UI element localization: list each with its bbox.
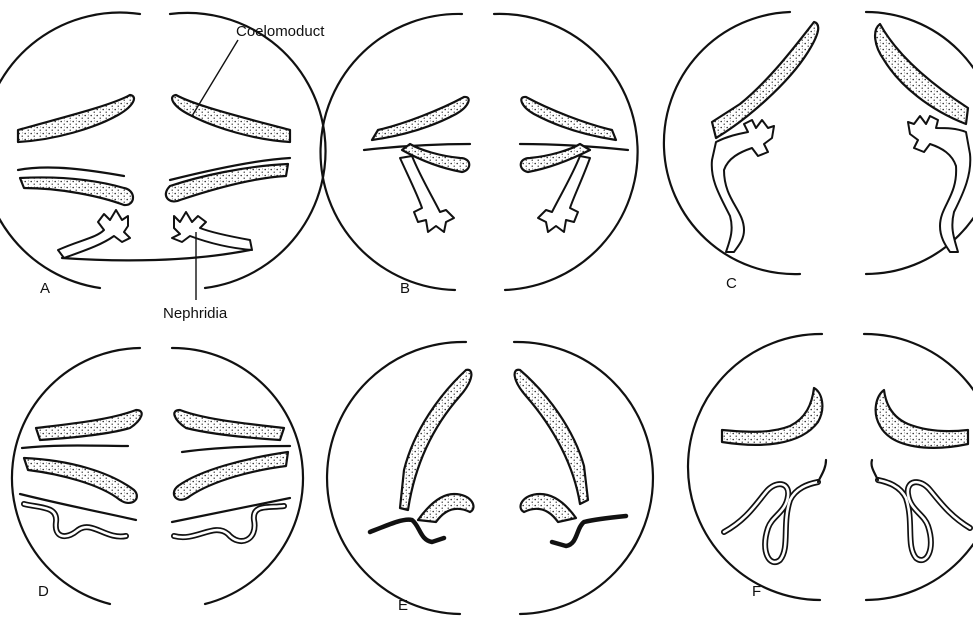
- panel-a-coelomoduct-lower-left: [20, 177, 133, 205]
- panel-d-coelomoduct-lower-left: [24, 458, 137, 503]
- panel-f-coelomoduct-left: [722, 388, 822, 445]
- panel-a-coelomoduct-upper-left: [18, 95, 134, 142]
- panel-f-outline-left: [688, 334, 822, 600]
- panel-d-septum-right: [182, 446, 290, 452]
- panel-e: E: [327, 342, 653, 614]
- panel-d-coelomoduct-upper-right: [174, 410, 284, 440]
- panel-a-coelomoduct-upper-right: [172, 95, 290, 142]
- panel-a-nephridium-right: [172, 212, 252, 250]
- panel-d-letter: D: [38, 583, 49, 600]
- panel-c-nephridium-left: [712, 120, 774, 252]
- panel-c: C: [664, 12, 973, 292]
- panel-e-letter: E: [398, 597, 408, 614]
- panel-e-outline-left: [327, 342, 466, 614]
- coelomoduct-leader: [192, 40, 238, 116]
- panel-c-coelomoduct-left: [712, 22, 818, 138]
- panel-d-nephridium-left: [24, 504, 126, 537]
- panel-e-coelomoduct-upper-left: [400, 370, 471, 510]
- panel-f: F: [688, 334, 973, 600]
- panel-b-coelomoduct-upper-right: [521, 97, 616, 140]
- panel-a-letter: A: [40, 280, 50, 297]
- panel-f-fine-duct-right: [871, 460, 878, 480]
- panel-c-coelomoduct-right: [875, 24, 968, 124]
- panel-f-coelomoduct-right: [876, 390, 968, 448]
- panel-d-coelomoduct-lower-right: [174, 452, 288, 500]
- panel-d-coelomoduct-upper-left: [36, 410, 142, 440]
- panel-b: B: [321, 14, 638, 297]
- panel-d: D: [12, 348, 303, 604]
- panel-f-nephridium-right: [878, 480, 970, 560]
- panel-e-coelomoduct-lower-right: [521, 494, 576, 522]
- panel-f-nephridium-left: [724, 482, 818, 562]
- panel-a-base-line: [62, 250, 250, 260]
- panel-f-fine-duct-left: [818, 460, 826, 482]
- panel-c-nephridium-right: [908, 116, 970, 252]
- panel-a: Coelomoduct Nephridia A: [0, 13, 326, 322]
- panel-c-letter: C: [726, 275, 737, 292]
- panel-a-nephridium-left: [58, 210, 130, 258]
- panel-d-septum-left: [22, 446, 128, 449]
- panel-e-funnel-left: [370, 520, 444, 542]
- coelomoduct-label: Coelomoduct: [236, 23, 325, 40]
- panel-e-coelomoduct-lower-left: [418, 494, 473, 522]
- panel-d-septum-lower-right: [172, 498, 290, 522]
- panel-a-coelomoduct-lower-right: [166, 164, 288, 201]
- panel-a-septum-left: [18, 168, 124, 176]
- panel-f-letter: F: [752, 583, 761, 600]
- panel-b-coelomoduct-upper-left: [372, 97, 469, 140]
- nephridia-label: Nephridia: [163, 305, 228, 322]
- panel-b-letter: B: [400, 280, 410, 297]
- panel-b-outline-left: [321, 14, 462, 290]
- panel-e-coelomoduct-upper-right: [515, 370, 588, 504]
